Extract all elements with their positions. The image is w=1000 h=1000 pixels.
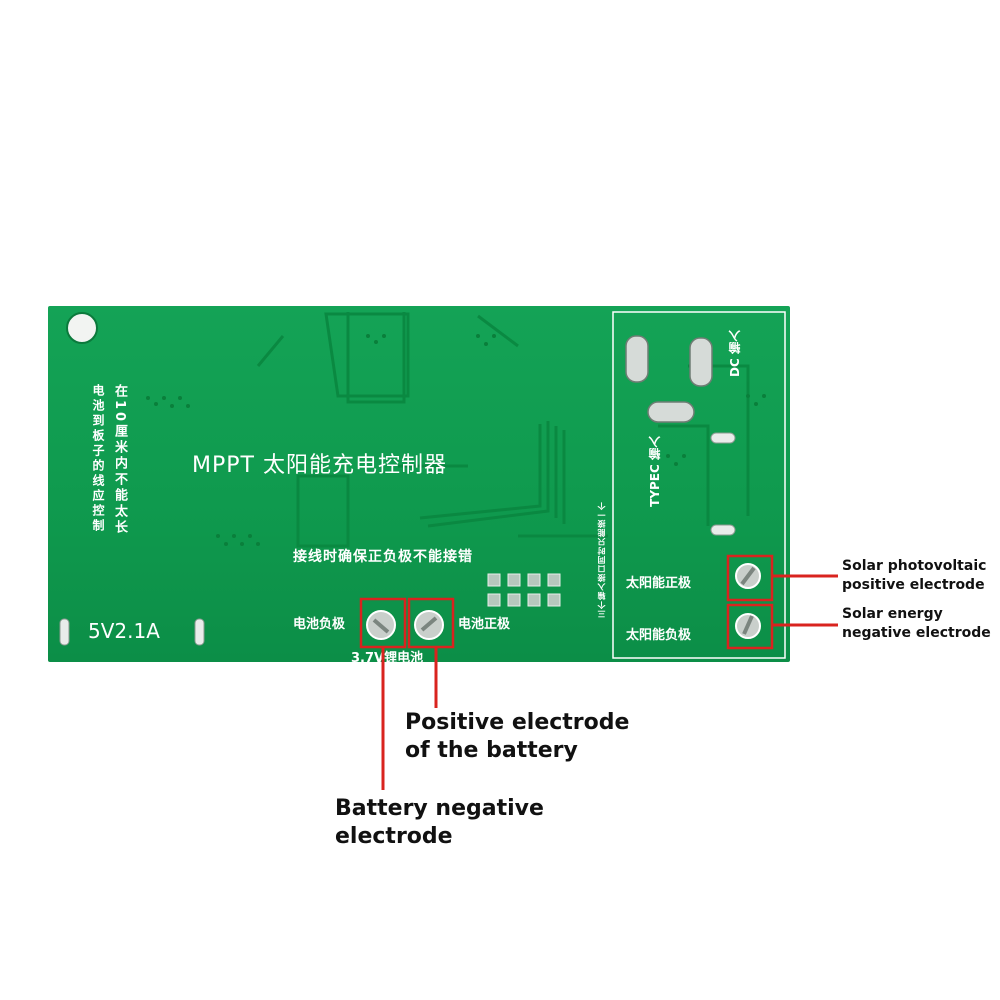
callout-solar-pv-positive-line2: positive electrode (842, 577, 985, 593)
battery-negative-highlight-box (359, 597, 407, 649)
callout-solar-negative-line2: negative electrode (842, 625, 991, 641)
via-dots (146, 334, 766, 546)
distance-note-line2: 在10厘米内不能太长 (112, 384, 127, 537)
wiring-note: 接线时确保正负极不能接错 (293, 549, 473, 565)
callout-battery-negative-line1: Battery negative (335, 796, 544, 821)
battery-positive-highlight-box (407, 597, 455, 649)
input-section-border (612, 311, 786, 659)
battery-spec-label: 3.7V锂电池 (351, 651, 424, 666)
rating-label: 5V2.1A (88, 619, 160, 643)
battery-terminals (366, 610, 444, 640)
callout-solar-negative-line1: Solar energy (842, 606, 943, 622)
solar-terminals (735, 563, 761, 639)
smd-pad-array (487, 573, 561, 607)
mounting-hole-icon (66, 312, 98, 344)
callout-battery-positive-line2: of the battery (405, 738, 578, 763)
board-title: MPPT 太阳能充电控制器 (192, 453, 447, 478)
oval-pads (59, 432, 736, 646)
callout-battery-negative-line2: electrode (335, 824, 453, 849)
solar-positive-label: 太阳能正极 (626, 576, 692, 591)
battery-positive-label: 电池正极 (458, 617, 511, 632)
copper-traces (256, 312, 750, 548)
input-solder-pads (625, 335, 713, 423)
callout-solar-pv-positive-line1: Solar photovoltaic (842, 558, 987, 574)
callout-battery-positive-line1: Positive electrode (405, 710, 630, 735)
solar-positive-highlight-box (726, 554, 774, 602)
distance-note-line1: 电池到板子的线应控制 (91, 384, 105, 534)
pcb-traces (59, 311, 786, 659)
battery-negative-label: 电池负极 (293, 617, 346, 632)
solar-negative-label: 太阳能负极 (626, 628, 692, 643)
pcb-board: MPPT 太阳能充电控制器 接线时确保正负极不能接错 5V2.1A 电池负极 电… (48, 306, 790, 666)
solar-negative-highlight-box (726, 603, 774, 650)
